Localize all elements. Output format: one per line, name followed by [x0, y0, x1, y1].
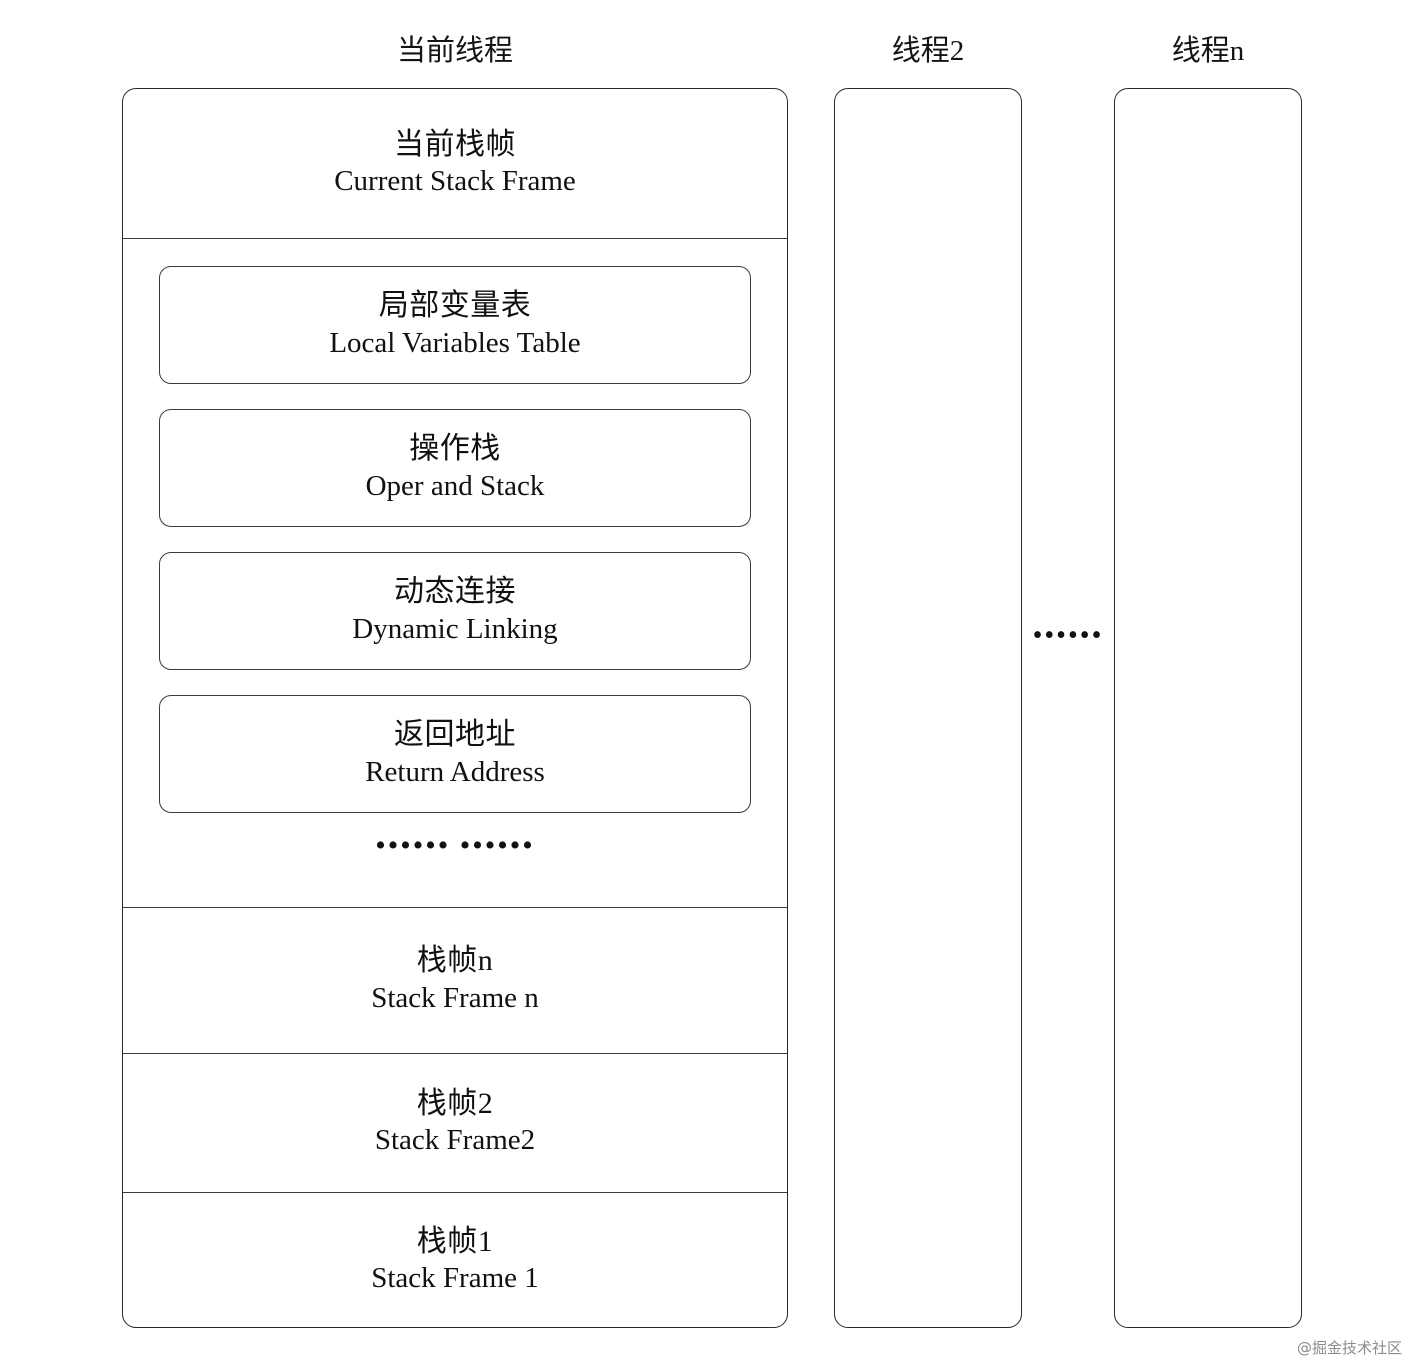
dynamic-linking-box: 动态连接 Dynamic Linking	[159, 552, 751, 670]
column-heading-thread-2: 线程2	[891, 35, 965, 67]
divider-below-current-frame	[123, 907, 787, 908]
column-heading-current-thread: 当前线程	[396, 35, 513, 67]
stack-frame-1-label-cn: 栈帧1	[416, 1224, 494, 1258]
operand-stack-label-cn: 操作栈	[409, 432, 501, 466]
operand-stack-label-en: Oper and Stack	[365, 469, 545, 502]
return-address-box: 返回地址 Return Address	[159, 695, 751, 813]
current-stack-frame-label-en: Current Stack Frame	[334, 165, 576, 198]
current-stack-frame-label-cn: 当前栈帧	[394, 127, 516, 161]
dynamic-linking-label-cn: 动态连接	[394, 575, 516, 609]
stack-frame-n-band: 栈帧n Stack Frame n	[123, 907, 787, 1053]
divider-below-stack-frame-2	[123, 1192, 787, 1193]
stack-frame-2-band: 栈帧2 Stack Frame2	[123, 1053, 787, 1192]
threads-ellipsis: ••••••	[1032, 620, 1104, 651]
stack-frame-2-label-en: Stack Frame2	[374, 1124, 536, 1157]
operand-stack-box: 操作栈 Oper and Stack	[159, 409, 751, 527]
current-frame-components-ellipsis: •••••• ••••••	[375, 829, 535, 862]
divider-below-current-frame-header	[123, 238, 787, 239]
divider-below-stack-frame-n	[123, 1053, 787, 1054]
stack-frame-1-label-en: Stack Frame 1	[371, 1262, 539, 1295]
column-heading-thread-n: 线程n	[1171, 35, 1245, 67]
current-stack-frame-header: 当前栈帧 Current Stack Frame	[123, 89, 787, 238]
current-thread-stack-column: 当前栈帧 Current Stack Frame 局部变量表 Local Var…	[122, 88, 788, 1328]
return-address-label-en: Return Address	[365, 755, 545, 788]
local-variables-table-box: 局部变量表 Local Variables Table	[159, 266, 751, 384]
stack-frame-n-label-en: Stack Frame n	[371, 981, 539, 1014]
local-variables-table-label-en: Local Variables Table	[329, 326, 581, 359]
watermark: @掘金技术社区	[1296, 1339, 1402, 1357]
stack-frame-1-band: 栈帧1 Stack Frame 1	[123, 1192, 787, 1329]
thread-2-stack-column	[834, 88, 1022, 1328]
stack-frame-2-label-cn: 栈帧2	[416, 1086, 494, 1120]
local-variables-table-label-cn: 局部变量表	[378, 289, 532, 323]
thread-n-stack-column	[1114, 88, 1302, 1328]
dynamic-linking-label-en: Dynamic Linking	[352, 612, 558, 645]
return-address-label-cn: 返回地址	[394, 718, 516, 752]
stack-frame-n-label-cn: 栈帧n	[416, 944, 494, 978]
